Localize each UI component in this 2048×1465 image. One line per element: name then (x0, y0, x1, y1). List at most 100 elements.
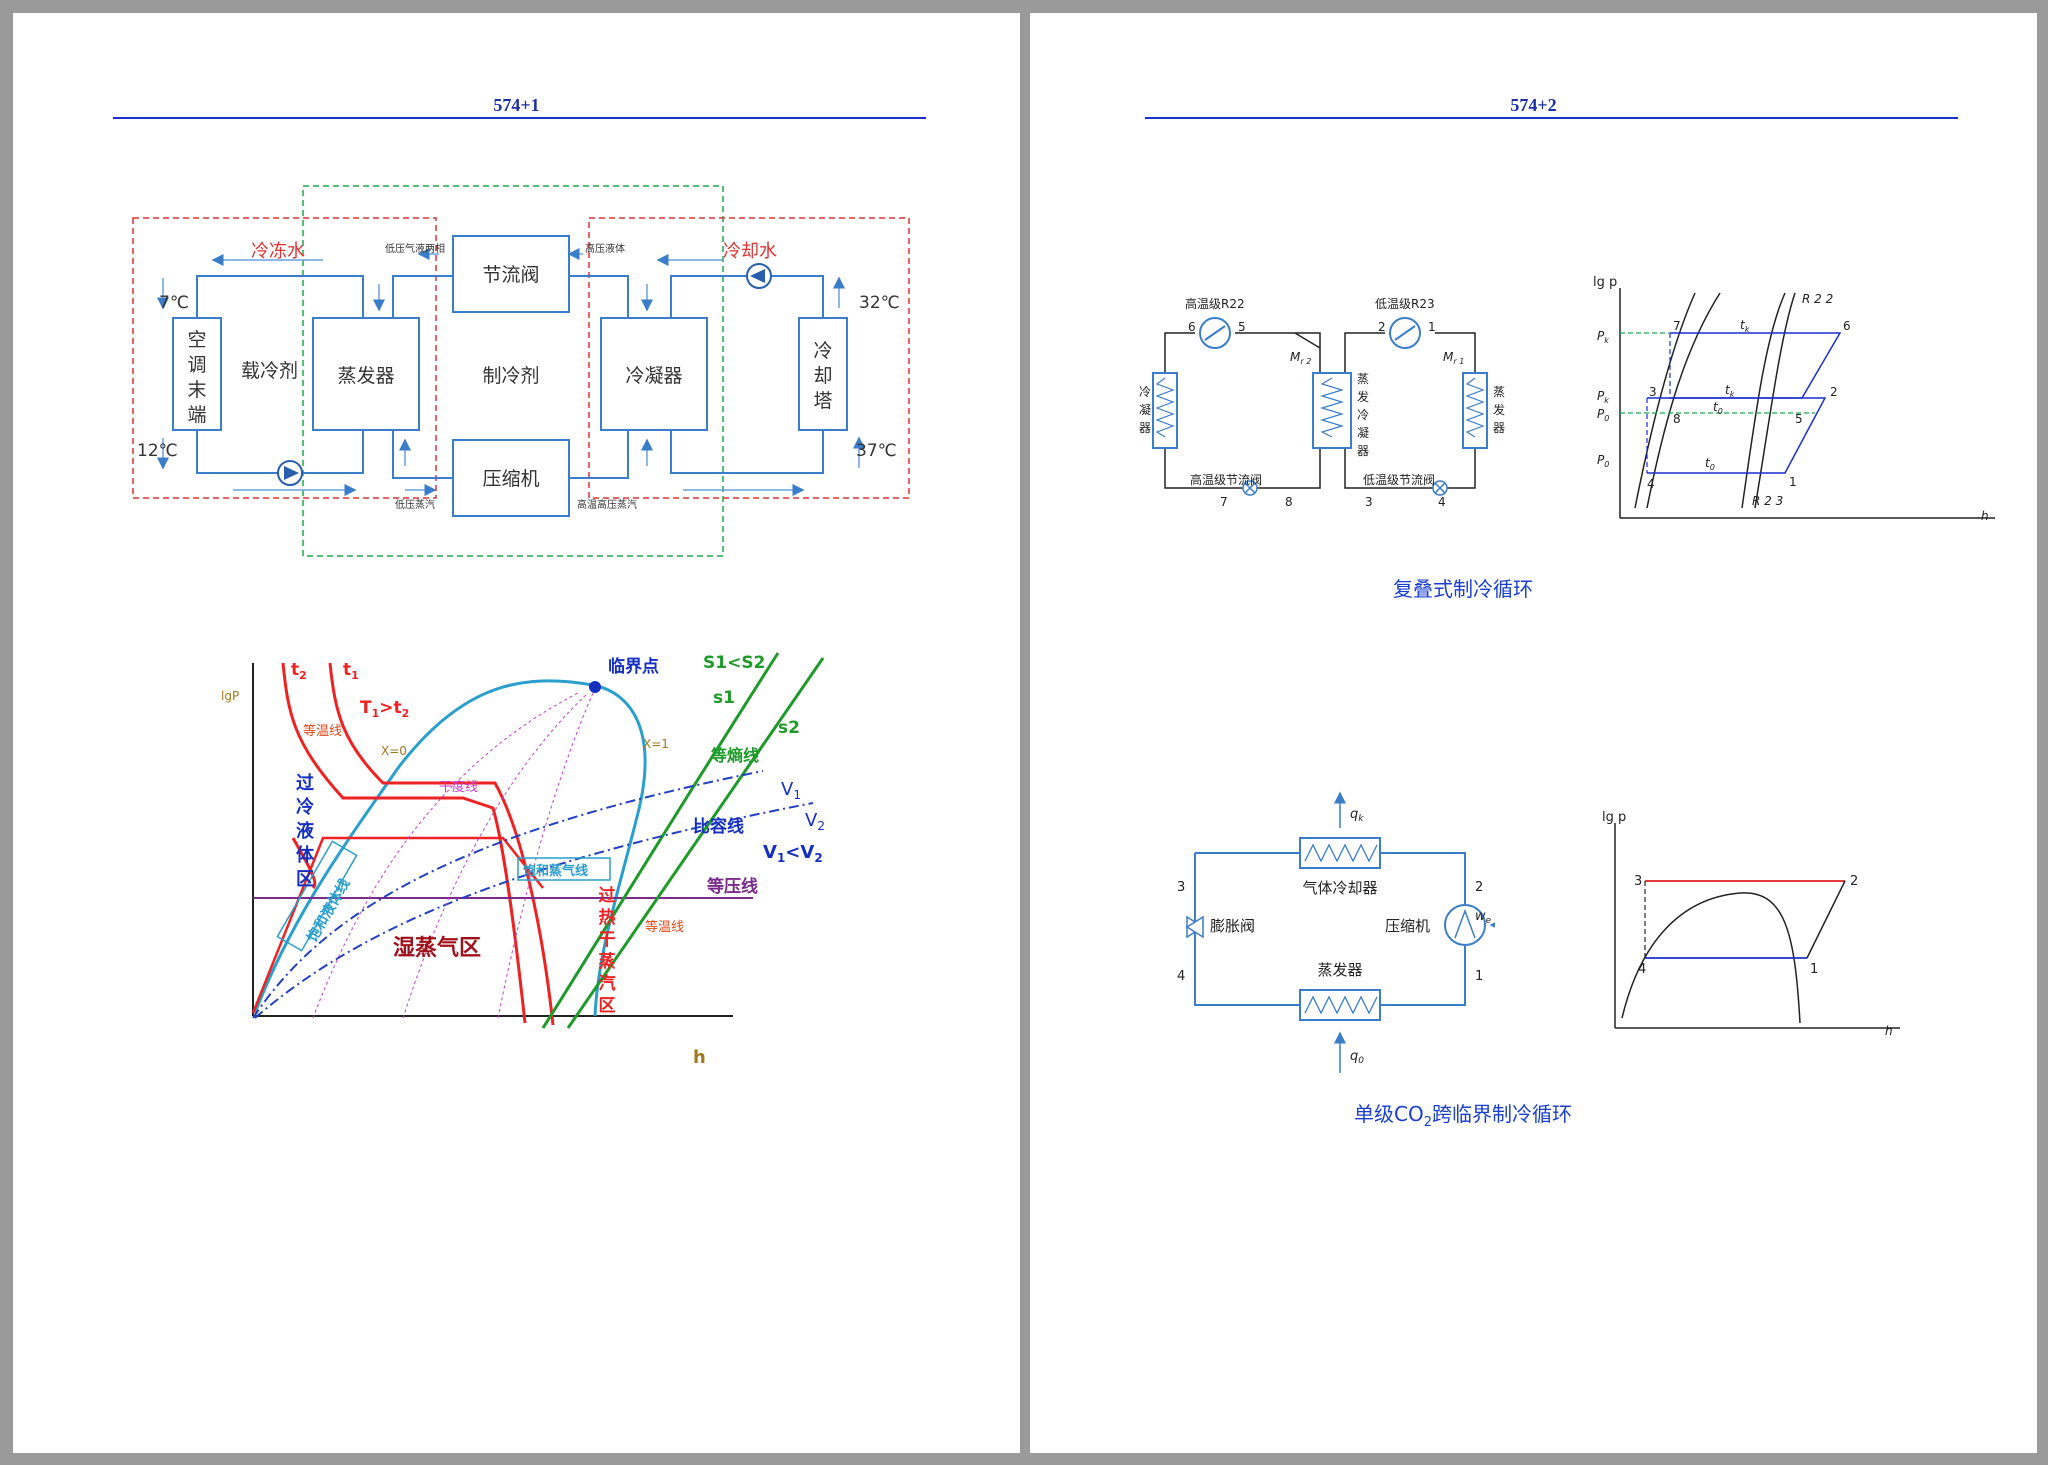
v1-sub: 1 (793, 788, 801, 802)
evaporator-label: 蒸发器 (337, 365, 394, 387)
pt-4: 4 (1638, 962, 1646, 977)
pk-label: P (1597, 389, 1605, 403)
lgp-h-diagram: lgP h t2 t1 T1>t2 临界点 S1<S2 s1 s2 等温线 X=… (221, 652, 825, 1068)
t02-sub: 0 (1718, 407, 1723, 416)
ac-terminal-char-3: 末 (187, 379, 206, 401)
vrel-lt: < (785, 842, 800, 863)
pk2-sub: k (1604, 336, 1609, 345)
svg-text:V1<V2: V1<V2 (763, 842, 823, 865)
cascade-lgp-h-diagram: lg p h R 2 2 R 2 3 Pk Pk P0 P0 tk tk t0 … (1593, 275, 1995, 523)
cascade-cycle-schematic: 高温级R22 低温级R23 冷 凝 器 蒸 发 冷 凝 器 蒸 发 器 高温级节… (1139, 296, 1505, 509)
pt-1: 1 (1789, 475, 1797, 489)
co2-caption-sub: 2 (1423, 1115, 1432, 1130)
tcmp-gt: > (379, 698, 393, 718)
specvol-label: 比容线 (693, 816, 744, 837)
dryness-label: 干度线 (439, 779, 478, 795)
vrel-v1: V (763, 842, 777, 863)
header-rule (113, 117, 926, 119)
tk2-label: t (1740, 318, 1746, 332)
condenser-char-2: 凝 (1139, 402, 1151, 417)
co2-lgp-h-diagram: lg p h 3 2 4 1 (1602, 810, 1900, 1038)
lt-valve-label: 低温级节流阀 (1363, 473, 1435, 487)
t1-sub: 1 (351, 669, 359, 682)
node-5: 5 (1238, 320, 1246, 334)
svg-text:tk: tk (1725, 383, 1735, 399)
ac-terminal-char-1: 空 (187, 329, 206, 351)
gas-cooler-label: 气体冷却器 (1302, 879, 1377, 897)
evaporator-label: 蒸发器 (1317, 961, 1362, 979)
wet-region-label: 湿蒸气区 (393, 935, 481, 961)
x-axis-label: h (1885, 1024, 1893, 1038)
tcmp-sub2: 2 (402, 707, 410, 720)
v2-sub: 2 (817, 819, 825, 833)
svg-text:we: we (1475, 909, 1492, 926)
svg-text:t2: t2 (291, 660, 307, 682)
condenser-char-1: 冷 (1139, 385, 1151, 399)
p0b-label: P (1597, 407, 1605, 421)
tower-char-1: 冷 (813, 340, 832, 362)
superheat-char-5: 汽 (599, 973, 616, 994)
cascade-caption: 复叠式制冷循环 (1393, 577, 1533, 601)
node-7: 7 (1220, 495, 1228, 509)
valve-label: 膨胀阀 (1210, 917, 1255, 935)
document-page-1: 574+1 (13, 13, 1020, 1453)
evapcond-char-4: 凝 (1357, 425, 1369, 440)
svg-text:Mr 2: Mr 2 (1290, 350, 1311, 366)
hp-liquid-label: 高压液体 (585, 242, 625, 255)
p0b-sub: 0 (1604, 414, 1609, 423)
tk2-sub: k (1745, 325, 1750, 334)
subcooled-char-5: 区 (296, 869, 314, 890)
superheat-char-4: 蒸 (599, 952, 616, 972)
v2-label: V (805, 810, 818, 831)
superheat-char-2: 热 (599, 907, 616, 928)
co2-caption: 单级CO2跨临界制冷循环 (1263, 1098, 1663, 1130)
vrel-v2: V (800, 842, 814, 863)
ac-terminal-char-2: 调 (187, 354, 206, 376)
cooling-water-label: 冷却水 (723, 241, 777, 262)
y-axis-label: lg p (1593, 275, 1617, 290)
x-axis-label: h (693, 1047, 706, 1068)
svg-text:Pk: Pk (1597, 389, 1609, 405)
vrel-sub1: 1 (777, 851, 785, 865)
node-6: 6 (1188, 320, 1196, 334)
superheat-char-6: 区 (599, 996, 616, 1016)
svg-text:tk: tk (1740, 318, 1750, 334)
we-sub: e (1486, 916, 1492, 926)
svg-text:V2: V2 (805, 810, 825, 833)
evaporator-char-3: 器 (1493, 421, 1505, 435)
svg-text:Pk: Pk (1597, 329, 1609, 345)
co2-node-4: 4 (1177, 969, 1185, 984)
ht-hp-vapor-label: 高温高压蒸汽 (577, 498, 637, 511)
q0-label: q (1350, 1049, 1358, 1064)
node-4: 4 (1438, 495, 1446, 509)
evapcond-char-5: 器 (1357, 444, 1369, 458)
svg-text:q0: q0 (1350, 1049, 1364, 1066)
co2-caption-pre: 单级CO (1354, 1102, 1424, 1126)
subcooled-char-2: 冷 (296, 796, 314, 818)
evaporator-char-2: 发 (1493, 402, 1505, 417)
tower-char-3: 塔 (813, 390, 832, 412)
node-3: 3 (1365, 495, 1373, 509)
isotherm-label: 等温线 (303, 723, 342, 739)
we-label: w (1475, 909, 1486, 924)
lp-vapor-label: 低压蒸汽 (395, 498, 435, 511)
pt-4: 4 (1647, 477, 1655, 491)
chiller-system-diagram: 冷冻水 冷却水 7℃ 12℃ 32℃ 37℃ 空 调 末 端 载冷剂 蒸发器 制… (132, 185, 910, 557)
vrel-sub2: 2 (814, 851, 822, 865)
tcmp-t2: t (394, 698, 402, 718)
temp-32c: 32℃ (859, 293, 900, 313)
superheat-char-1: 过 (599, 886, 616, 906)
t02-label: t (1713, 400, 1719, 414)
chilled-water-label: 冷冻水 (251, 241, 305, 262)
p0-sub: 0 (1604, 460, 1609, 469)
pt-8: 8 (1673, 412, 1681, 426)
p0-label: P (1597, 453, 1605, 467)
page-header: 574+2 (1510, 95, 1557, 115)
pk2-label: P (1597, 329, 1605, 343)
s1-label: s1 (713, 688, 735, 708)
r23-label: R 2 3 (1752, 494, 1783, 508)
compressor-label: 压缩机 (482, 468, 539, 490)
pt-1: 1 (1810, 962, 1818, 977)
evapcond-char-3: 冷 (1357, 408, 1369, 422)
co2-caption-post: 跨临界制冷循环 (1432, 1102, 1572, 1126)
